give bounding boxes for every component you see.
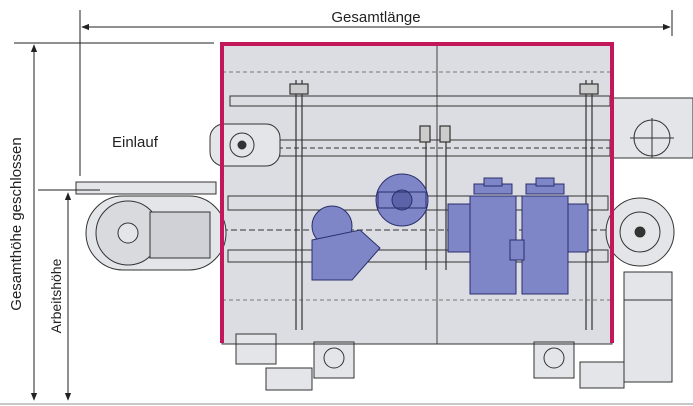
total-length-label: Gesamtlänge	[331, 9, 420, 26]
left-upper-roller	[209, 123, 281, 167]
right-conveyor-extension	[611, 97, 693, 159]
infeed-label: Einlauf	[112, 134, 159, 151]
blue-components	[311, 173, 589, 295]
vertical-spindles	[289, 80, 599, 330]
infeed-conveyor	[75, 181, 227, 271]
dimension-lines	[0, 10, 693, 405]
housing-frame	[220, 42, 614, 343]
vertical-motor-right	[521, 177, 589, 295]
total-height-label: Gesamthöhe geschlossen	[8, 137, 25, 310]
machine-feet	[222, 333, 625, 391]
vertical-motor-left	[447, 177, 517, 295]
left-motor	[311, 229, 381, 281]
working-height-label: Arbeitshöhe	[48, 258, 64, 333]
outfeed-roller	[605, 197, 675, 383]
